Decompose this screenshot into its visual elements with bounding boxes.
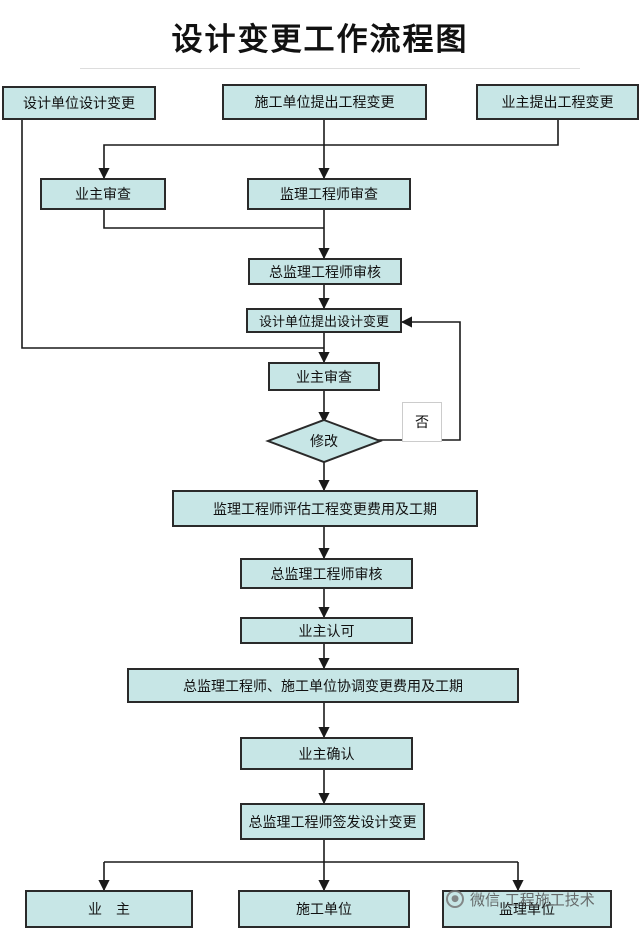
node-owner-approve: 业主认可 — [240, 617, 413, 644]
node-chief-coordinate: 总监理工程师、施工单位协调变更费用及工期 — [127, 668, 519, 703]
node-chief-issue: 总监理工程师签发设计变更 — [240, 803, 425, 840]
decision-label: 修改 — [310, 434, 338, 450]
page-title: 设计变更工作流程图 — [171, 22, 469, 58]
node-supervisor-review: 监理工程师审查 — [247, 178, 411, 210]
node-owner-review-2: 业主审查 — [268, 362, 380, 391]
wechat-icon: ● — [446, 890, 464, 908]
line-branch-to-owner-review — [98, 144, 324, 180]
line-design-unit-loop — [21, 120, 324, 349]
node-chief-review-2: 总监理工程师审核 — [240, 558, 413, 589]
node-design-unit-change: 设计单位设计变更 — [2, 86, 156, 120]
node-chief-review-1: 总监理工程师审核 — [248, 258, 402, 285]
node-owner-review-1: 业主审查 — [40, 178, 166, 210]
title-divider — [80, 68, 580, 69]
line-owner-review-merge — [103, 210, 324, 229]
no-branch-label: 否 — [402, 402, 442, 442]
node-out-owner: 业 主 — [25, 890, 193, 928]
line-owner-proposal-merge — [324, 120, 559, 146]
node-owner-confirm: 业主确认 — [240, 737, 413, 770]
node-supervisor-estimate: 监理工程师评估工程变更费用及工期 — [172, 490, 478, 527]
node-out-supervisor: 监理单位 — [442, 890, 612, 928]
node-out-contractor: 施工单位 — [238, 890, 410, 928]
watermark: ● 微信 工程施工技术 — [446, 886, 636, 912]
decision-diamond — [265, 418, 383, 464]
node-owner-propose: 业主提出工程变更 — [476, 84, 639, 120]
watermark-text: 微信 工程施工技术 — [470, 890, 595, 909]
node-design-unit-propose: 设计单位提出设计变更 — [246, 308, 402, 333]
node-contractor-propose: 施工单位提出工程变更 — [222, 84, 427, 120]
